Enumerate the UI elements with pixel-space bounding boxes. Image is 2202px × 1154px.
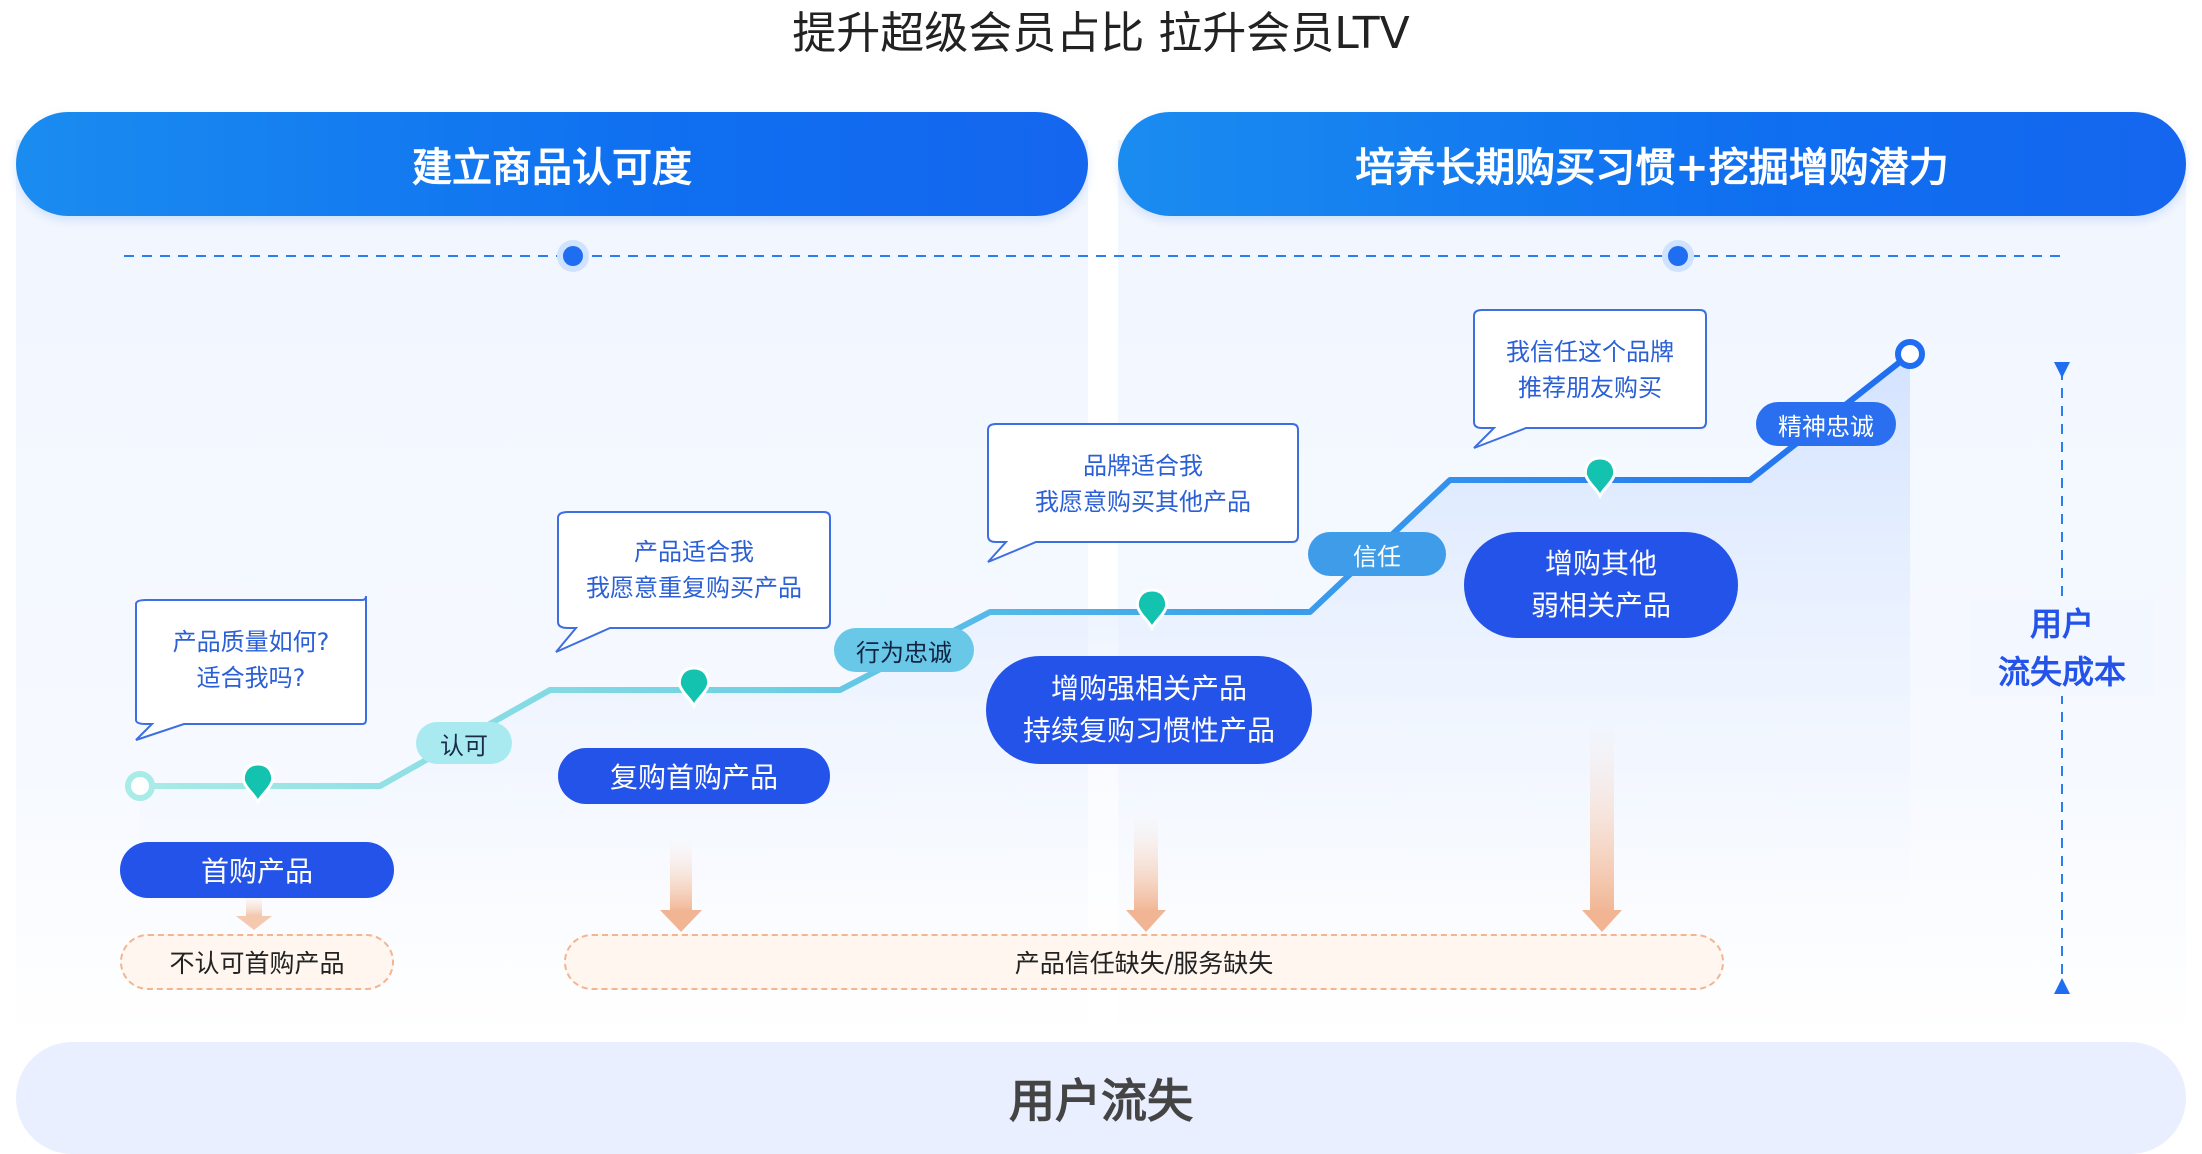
journey-end-point — [1895, 339, 1925, 369]
pin-marker — [1583, 456, 1617, 500]
pin-marker — [241, 762, 275, 806]
action-pill-label: 持续复购习惯性产品 — [1022, 714, 1275, 747]
action-pill-label: 增购其他 — [1544, 547, 1657, 580]
action-pill-cross-sell-weak: 增购其他 弱相关产品 — [1464, 532, 1738, 638]
stage-tag-label: 精神忠诚 — [1778, 412, 1874, 441]
churn-bar: 用户流失 — [16, 1042, 2186, 1154]
bubble-text: 产品质量如何? 适合我吗? — [136, 624, 366, 696]
stage-tag-trust: 信任 — [1308, 532, 1446, 576]
action-pill-label: 增购强相关产品 — [1050, 672, 1247, 705]
journey-start-point — [125, 771, 155, 801]
page-title: 提升超级会员占比 拉升会员LTV — [792, 8, 1410, 59]
speech-bubble — [555, 511, 831, 653]
speech-bubble — [1473, 309, 1707, 449]
cost-axis-arrow-up — [2054, 978, 2070, 994]
action-pill-repurchase: 复购首购产品 — [558, 748, 830, 804]
bubble-line: 我愿意购买其他产品 — [1035, 488, 1251, 516]
bubble-line: 产品质量如何? — [172, 628, 330, 656]
bubble-text: 品牌适合我 我愿意购买其他产品 — [988, 448, 1298, 520]
churn-cost-label: 用户 流失成本 — [1970, 600, 2154, 696]
stage-banner-left-label: 建立商品认可度 — [412, 145, 692, 191]
bubble-line: 我信任这个品牌 — [1506, 338, 1674, 366]
bubble-line: 产品适合我 — [634, 538, 754, 566]
speech-bubble — [135, 595, 367, 741]
stage-banner-left: 建立商品认可度 — [16, 112, 1088, 216]
loss-box-label: 产品信任缺失/服务缺失 — [1014, 949, 1274, 978]
pin-marker — [677, 666, 711, 710]
speech-bubble — [987, 423, 1299, 563]
bubble-line: 适合我吗? — [196, 664, 306, 692]
churn-cost-line: 用户 — [2029, 605, 2094, 643]
churn-cost-line: 流失成本 — [1997, 653, 2126, 691]
churn-bar-label: 用户流失 — [1009, 1074, 1193, 1128]
stage-tag-label: 行为忠诚 — [856, 638, 952, 667]
loss-arrow-head — [1582, 910, 1622, 932]
loss-arrow-shaft — [246, 894, 262, 920]
bubble-line: 我愿意重复购买产品 — [586, 574, 802, 602]
bubble-line: 品牌适合我 — [1083, 452, 1203, 480]
loss-arrow-shaft — [670, 838, 692, 912]
loss-arrow-head — [236, 916, 272, 930]
action-pill-label: 弱相关产品 — [1530, 589, 1671, 622]
stage-tag-label: 信任 — [1353, 542, 1401, 571]
stage-tag-recognition: 认可 — [416, 722, 512, 764]
loss-box-rejection: 不认可首购产品 — [120, 934, 394, 990]
stage-tag-label: 认可 — [440, 731, 488, 760]
action-pill-cross-sell-strong: 增购强相关产品 持续复购习惯性产品 — [986, 656, 1312, 764]
bubble-text: 我信任这个品牌 推荐朋友购买 — [1474, 334, 1706, 406]
loss-arrow-head — [660, 910, 702, 932]
timeline-marker-left-dot — [563, 246, 583, 266]
stage-tag-spiritual-loyalty: 精神忠诚 — [1756, 402, 1896, 446]
stage-banner-right-label: 培养长期购买习惯+挖掘增购潜力 — [1355, 145, 1949, 191]
loss-arrow-head — [1126, 910, 1166, 932]
loss-box-label: 不认可首购产品 — [169, 949, 345, 978]
action-pill-first-purchase: 首购产品 — [120, 842, 394, 898]
pin-marker — [1135, 588, 1169, 632]
action-pill-label: 复购首购产品 — [609, 761, 778, 794]
loss-arrow-shaft — [1134, 812, 1158, 912]
action-pill-label: 首购产品 — [200, 855, 313, 888]
loss-box-trust-service: 产品信任缺失/服务缺失 — [564, 934, 1724, 990]
stage-banner-right: 培养长期购买习惯+挖掘增购潜力 — [1118, 112, 2186, 216]
loss-arrow-shaft — [1590, 720, 1614, 912]
timeline-marker-right-dot — [1668, 246, 1688, 266]
cost-axis-arrow-down — [2054, 362, 2070, 378]
bubble-text: 产品适合我 我愿意重复购买产品 — [558, 534, 830, 606]
stage-tag-behavior-loyalty: 行为忠诚 — [834, 628, 974, 672]
bubble-line: 推荐朋友购买 — [1518, 374, 1662, 402]
